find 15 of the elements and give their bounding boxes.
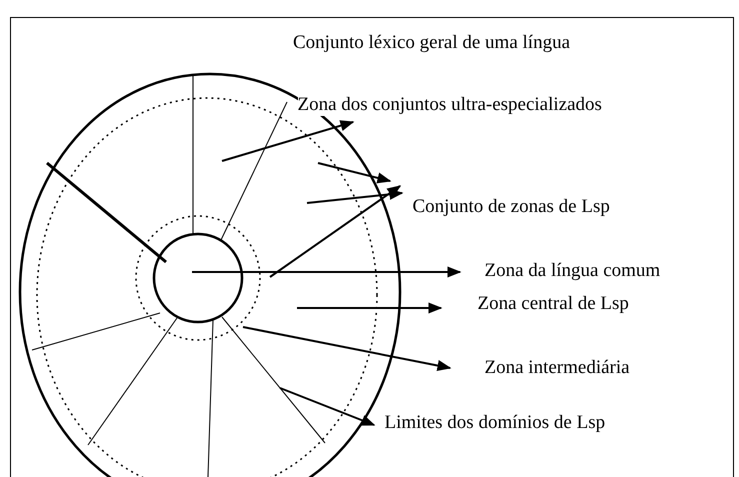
arrow — [306, 188, 404, 204]
zone-label: Conjunto de zonas de Lsp — [412, 196, 610, 218]
arrow — [269, 185, 402, 278]
arrow — [297, 302, 442, 314]
zone-label: Zona da língua comum — [484, 260, 660, 282]
zone-label: Zona central de Lsp — [478, 292, 629, 314]
arrow — [318, 162, 392, 184]
zone-label: Limites dos domínios de Lsp — [384, 412, 606, 434]
arrow — [192, 266, 462, 278]
arrow — [280, 387, 376, 426]
heading-label: Conjunto léxico geral de uma língua — [293, 32, 570, 54]
zone-label: Zona dos conjuntos ultra-especializados — [298, 94, 602, 116]
frame-border — [10, 17, 734, 477]
arrow — [222, 120, 354, 162]
arrow — [242, 326, 452, 372]
